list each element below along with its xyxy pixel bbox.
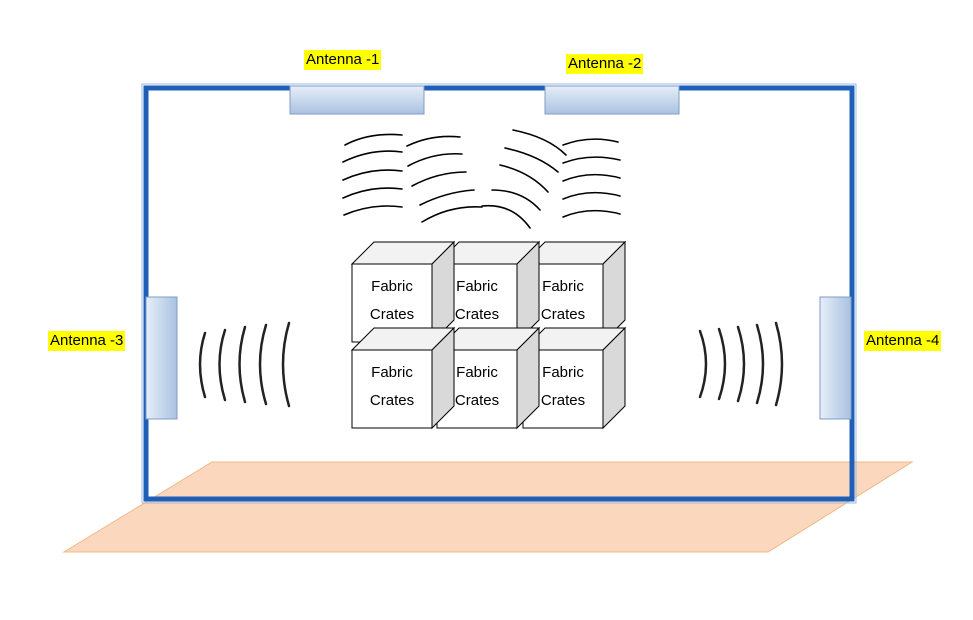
signal-waves-top <box>342 129 621 229</box>
crate-label-line2: Crates <box>455 306 499 323</box>
crate-label-line2: Crates <box>541 306 585 323</box>
antenna-3-label: Antenna -3 <box>48 331 126 351</box>
crate-label-line2: Crates <box>370 392 414 409</box>
crate-label-line1: Fabric <box>542 364 584 381</box>
antenna-2-panel <box>544 85 680 115</box>
signal-waves-right <box>698 321 784 407</box>
crate-label-line2: Crates <box>455 392 499 409</box>
signal-waves-left <box>198 321 291 408</box>
antenna-4-label: Antenna -4 <box>864 331 942 351</box>
floor-plane <box>62 461 914 553</box>
antenna-3-panel <box>145 296 178 420</box>
crate-label-line1: Fabric <box>456 364 498 381</box>
crate-label-line2: Crates <box>541 392 585 409</box>
crate-label-line1: Fabric <box>542 278 584 295</box>
crate-front-face <box>351 349 433 429</box>
room-outline <box>141 83 857 504</box>
antenna-1-label: Antenna -1 <box>304 50 382 70</box>
antenna-2-label: Antenna -2 <box>566 54 644 74</box>
antenna-1-panel <box>289 85 425 115</box>
crate-label-line1: Fabric <box>371 364 413 381</box>
crate-stack: FabricCratesFabricCratesFabricCratesFabr… <box>350 240 627 430</box>
antenna-4-panel <box>819 296 852 420</box>
crate-label-line1: Fabric <box>456 278 498 295</box>
crate-label-line2: Crates <box>370 306 414 323</box>
crate-label-line1: Fabric <box>371 278 413 295</box>
